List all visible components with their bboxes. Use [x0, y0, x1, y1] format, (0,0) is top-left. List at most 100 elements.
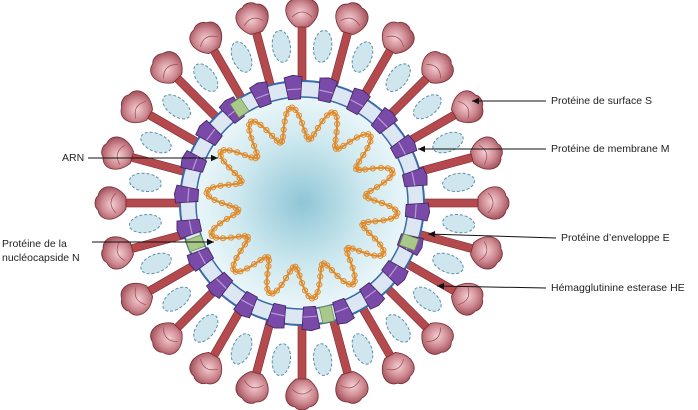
nucleocapsid-bead	[223, 215, 231, 223]
nucleocapsid-bead	[319, 117, 326, 125]
label-hemagglutinin-esterase: Hémagglutinine esterase HE	[551, 282, 685, 294]
hemagglutinin-esterase-blob	[271, 29, 292, 63]
nucleocapsid-bead	[363, 250, 370, 257]
nucleocapsid-bead	[220, 158, 227, 165]
nucleocapsid-bead	[280, 126, 287, 133]
nucleocapsid-bead	[208, 232, 216, 239]
nucleocapsid-bead	[241, 232, 248, 240]
membrane-protein-m	[346, 87, 371, 116]
spike-protein-s	[94, 186, 185, 220]
nucleocapsid-bead	[235, 233, 242, 240]
spike-head-fold	[200, 358, 218, 371]
e-protein-body	[399, 233, 420, 251]
nucleocapsid-bead	[285, 105, 292, 113]
arrow-nucleocapsid-head	[207, 238, 214, 246]
nucleocapsid-bead	[204, 186, 212, 193]
spike-stem	[414, 229, 478, 254]
nucleocapsid-bead	[264, 254, 272, 261]
nucleocapsid-bead	[349, 264, 356, 271]
hemagglutinin-esterase-blob	[140, 131, 172, 154]
spike-head	[421, 322, 454, 355]
spike-stem	[126, 152, 190, 177]
m-protein-band	[188, 220, 193, 235]
nucleocapsid-bead	[356, 166, 363, 174]
nucleocapsid-bead	[296, 272, 303, 279]
label-envelope-protein-e: Protéine d’enveloppe E	[561, 232, 670, 244]
nucleocapsid-bead	[264, 285, 271, 292]
nucleocapsid-bead	[251, 261, 258, 268]
hemagglutinin-esterase-blob	[230, 41, 253, 73]
nucleocapsid-bead	[328, 109, 335, 116]
spike-head-fold	[291, 388, 313, 395]
m-protein-band	[255, 93, 269, 100]
spike-head	[470, 136, 503, 170]
spike-head	[285, 0, 319, 28]
nucleocapsid-bead	[254, 153, 261, 160]
spike-head	[120, 282, 153, 316]
spike-head	[381, 21, 415, 54]
hemagglutinin-esterase-blob	[442, 172, 476, 193]
rna-nucleocapsid	[203, 104, 401, 302]
nucleocapsid-bead	[273, 287, 280, 294]
hemagglutinin-esterase-blob	[193, 63, 219, 92]
nucleocapsid-bead	[241, 151, 249, 159]
nucleocapsid-bead	[367, 187, 374, 194]
nucleocapsid-bead	[218, 199, 226, 207]
spike-head-fold	[116, 144, 126, 165]
membrane-protein-m	[317, 77, 339, 104]
m-protein-body	[180, 150, 208, 173]
nucleocapsid-bead	[250, 142, 258, 150]
m-protein-band	[377, 117, 388, 128]
m-protein-band	[398, 141, 406, 155]
nucleocapsid-bead	[328, 267, 335, 274]
nucleocapsid-bead	[387, 215, 395, 222]
spike-protein-s	[401, 258, 484, 316]
spike-protein-s	[357, 21, 415, 104]
m-protein-band	[388, 265, 398, 278]
spike-head	[235, 371, 269, 404]
nucleocapsid-bead	[225, 164, 233, 171]
spike-head	[421, 51, 454, 84]
nucleocapsid-bead	[353, 134, 361, 141]
spike-head-fold	[291, 11, 313, 18]
nucleocapsid-bead	[392, 213, 400, 220]
nucleocapsid-bead	[263, 126, 270, 134]
membrane-protein-m	[283, 74, 303, 101]
nucleocapsid-bead	[301, 127, 308, 134]
spike-protein-s	[150, 283, 222, 355]
membrane-protein-m	[381, 260, 409, 287]
nucleocapsid-bead	[332, 136, 339, 143]
arrow-surface-protein-s-head	[472, 97, 479, 105]
hemagglutinin-esterase-blob	[413, 286, 442, 312]
envelope-protein-e	[399, 233, 420, 251]
m-protein-body	[404, 202, 431, 222]
nucleocapsid-bead	[311, 131, 318, 138]
spike-protein-s	[120, 258, 203, 316]
spike-head	[470, 236, 503, 270]
nucleocapsid-bead	[234, 149, 241, 156]
membrane-protein-m	[332, 297, 355, 325]
membrane-protein-m	[206, 271, 234, 299]
nucleocapsid-bead	[232, 204, 239, 211]
spike-protein-s	[414, 136, 503, 177]
nucleocapsid-bead	[246, 127, 253, 134]
m-protein-band	[216, 278, 227, 289]
m-protein-band	[198, 251, 206, 265]
spike-head-fold	[163, 64, 178, 79]
envelope-protein-e	[229, 97, 250, 119]
nucleocapsid-bead	[298, 119, 306, 127]
hemagglutinin-esterase-layer	[128, 29, 476, 377]
spike-head-fold	[386, 35, 404, 48]
nucleocapsid-bead	[282, 274, 290, 282]
nucleocapsid-bead	[345, 244, 352, 251]
nucleocapsid-bead	[246, 121, 253, 128]
nucleocapsid-bead	[286, 268, 293, 275]
membrane-protein-m	[359, 282, 386, 310]
nucleocapsid-bead	[369, 165, 377, 172]
nucleocapsid-bead	[346, 256, 354, 264]
membrane-protein-m	[186, 247, 215, 272]
m-protein-body	[401, 166, 428, 188]
m-protein-body	[346, 87, 371, 116]
spike-head-fold	[243, 17, 264, 27]
spike-protein-s	[382, 51, 454, 123]
